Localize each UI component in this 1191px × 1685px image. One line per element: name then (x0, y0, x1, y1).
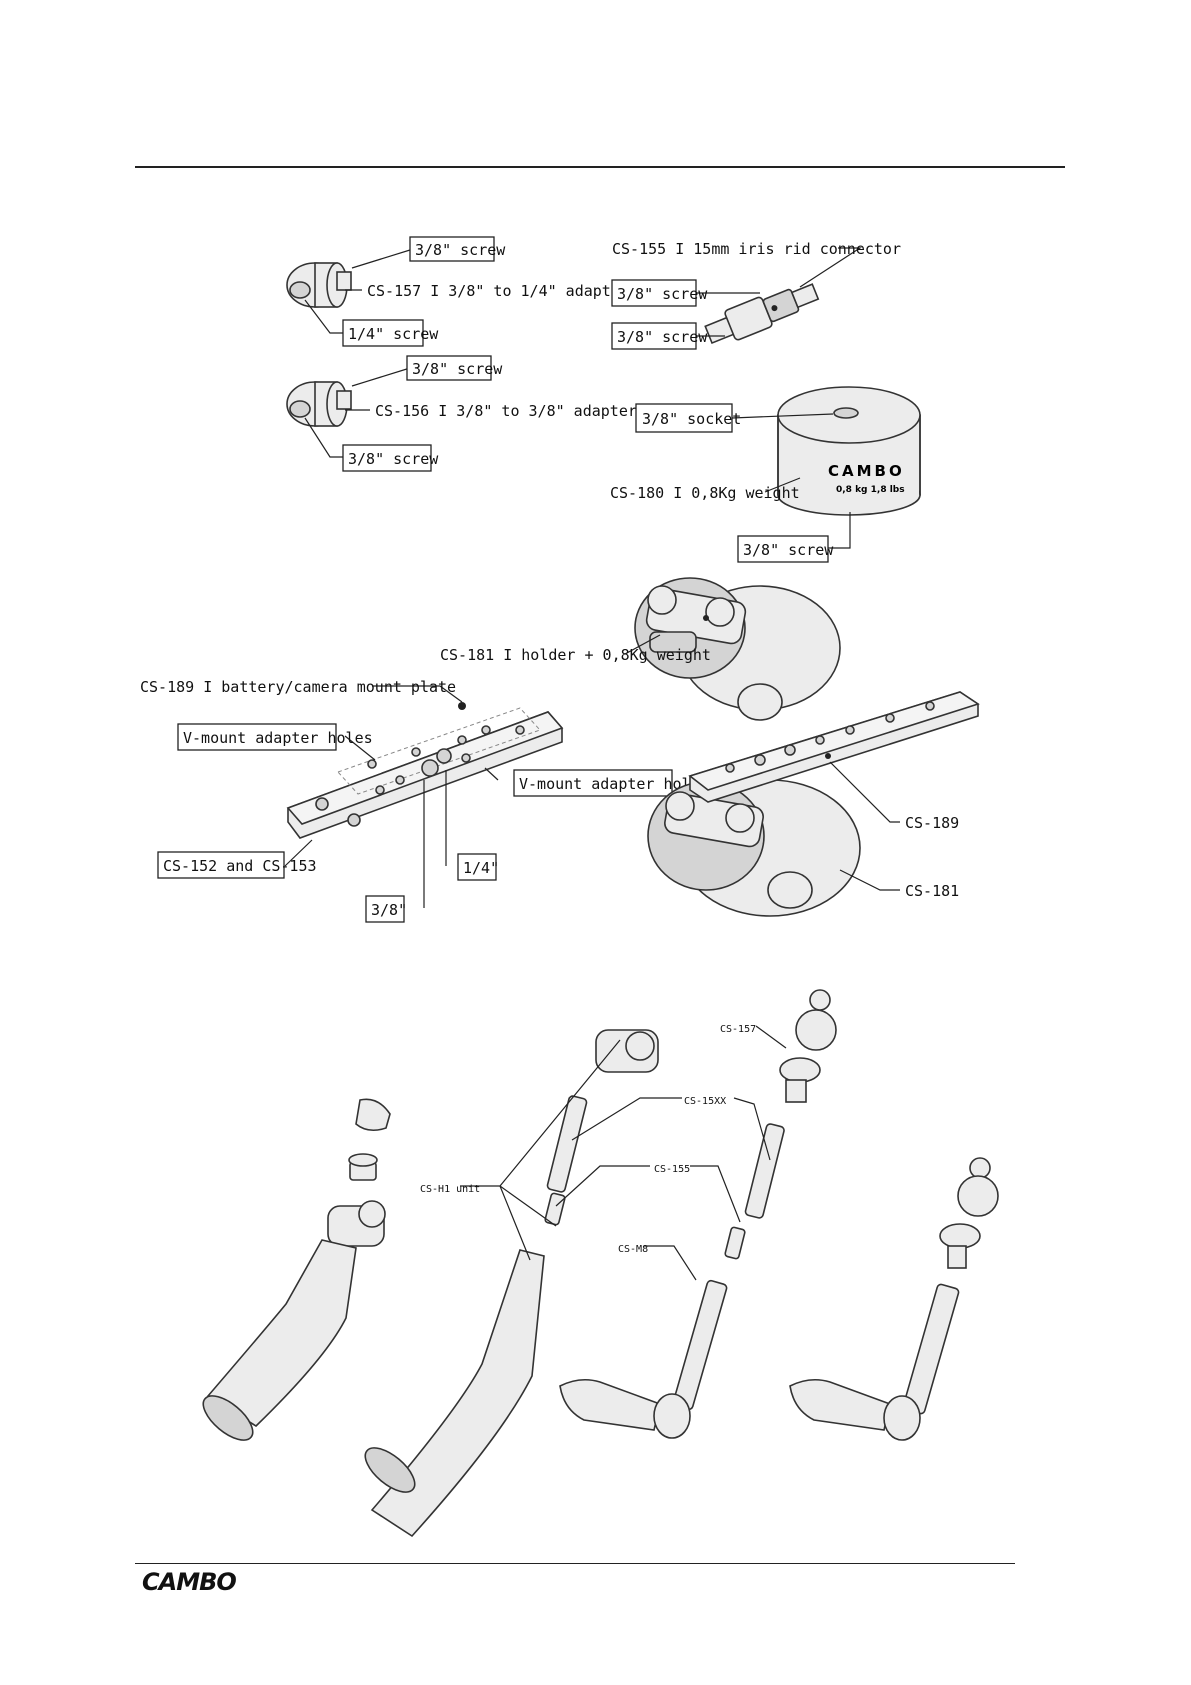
cs180-screw-box (737, 535, 829, 563)
three-eighth-box (365, 895, 405, 923)
cs156-top-screw-box (406, 355, 492, 381)
cs152-label: CS-152 and CS-153 (163, 857, 317, 875)
cs189-callout-label: CS-189 (905, 814, 959, 832)
cs156-adapter-illustration (286, 381, 352, 427)
cs157-top-screw-box (409, 236, 495, 262)
cs157-label: CS-157 I 3/8" to 1/4" adapter (367, 282, 629, 300)
header-rule (135, 166, 1065, 168)
cs155-connector-illustration (704, 283, 820, 345)
cs181-holder-label: CS-181 I holder + 0,8Kg weight (440, 646, 711, 664)
vmount-right-box (513, 769, 673, 797)
footer-rule (135, 1563, 1015, 1564)
cs156-bottom-screw-label: 3/8" screw (348, 450, 439, 468)
vmount-left-box (177, 723, 337, 751)
vmount-right-label: V-mount adapter holes (519, 775, 709, 793)
quarter-inch-label: 1/4" (463, 859, 499, 877)
handle-assembly-left (202, 1098, 391, 1441)
rod-assembly-right (789, 1157, 999, 1441)
rod-cs155-label: CS-155 (654, 1164, 690, 1175)
cs157-adapter-illustration (286, 262, 352, 308)
cs157-bottom-screw-box (342, 319, 424, 347)
cs189-plate-illustration (286, 702, 564, 839)
rod-cs157-label: CS-157 (720, 1024, 756, 1035)
rod-cs15xx-label: CS-15XX (684, 1096, 726, 1107)
rod-assembly-cs-m8 (559, 989, 837, 1439)
cs156-label: CS-156 I 3/8" to 3/8" adapter (375, 402, 637, 420)
cs180-socket-box (635, 403, 733, 433)
cs181-holder-illustration (634, 577, 841, 721)
cs189-plate-label: CS-189 I battery/camera mount plate (140, 678, 456, 696)
assembled-plate-holder-illustration (647, 691, 980, 917)
weight-spec-text: 0,8 kg 1,8 lbs (836, 485, 905, 495)
cs157-top-screw-label: 3/8" screw (415, 241, 506, 259)
rod-csm8-label: CS-M8 (618, 1244, 648, 1255)
cs155-screw-b-box (611, 322, 697, 350)
cs155-screw-a-label: 3/8" screw (617, 285, 708, 303)
cs180-socket-label: 3/8" socket (642, 410, 741, 428)
vmount-left-label: V-mount adapter holes (183, 729, 373, 747)
cs181-callout-label: CS-181 (905, 882, 959, 900)
cs157-bottom-screw-label: 1/4" screw (348, 325, 439, 343)
cambo-logo: CAMBO (142, 1568, 237, 1596)
three-eighth-label: 3/8" (371, 901, 407, 919)
weight-brand-text: CAMBO (828, 462, 905, 480)
quarter-inch-box (457, 853, 497, 881)
cs155-screw-a-box (611, 279, 697, 307)
cs155-connector-label: CS-155 I 15mm iris rid connector (612, 240, 901, 258)
cs156-top-screw-label: 3/8" screw (412, 360, 503, 378)
cs152-box (157, 851, 285, 879)
rod-csh1-label: CS-H1 unit (420, 1184, 480, 1195)
cs180-weight-illustration: CAMBO 0,8 kg 1,8 lbs (777, 386, 921, 516)
cs155-screw-b-label: 3/8" screw (617, 328, 708, 346)
handle-assembly-middle (364, 1029, 659, 1538)
cs156-bottom-screw-box (342, 444, 432, 472)
cs180-weight-label: CS-180 I 0,8Kg weight (610, 484, 800, 502)
cs180-screw-label: 3/8" screw (743, 541, 834, 559)
